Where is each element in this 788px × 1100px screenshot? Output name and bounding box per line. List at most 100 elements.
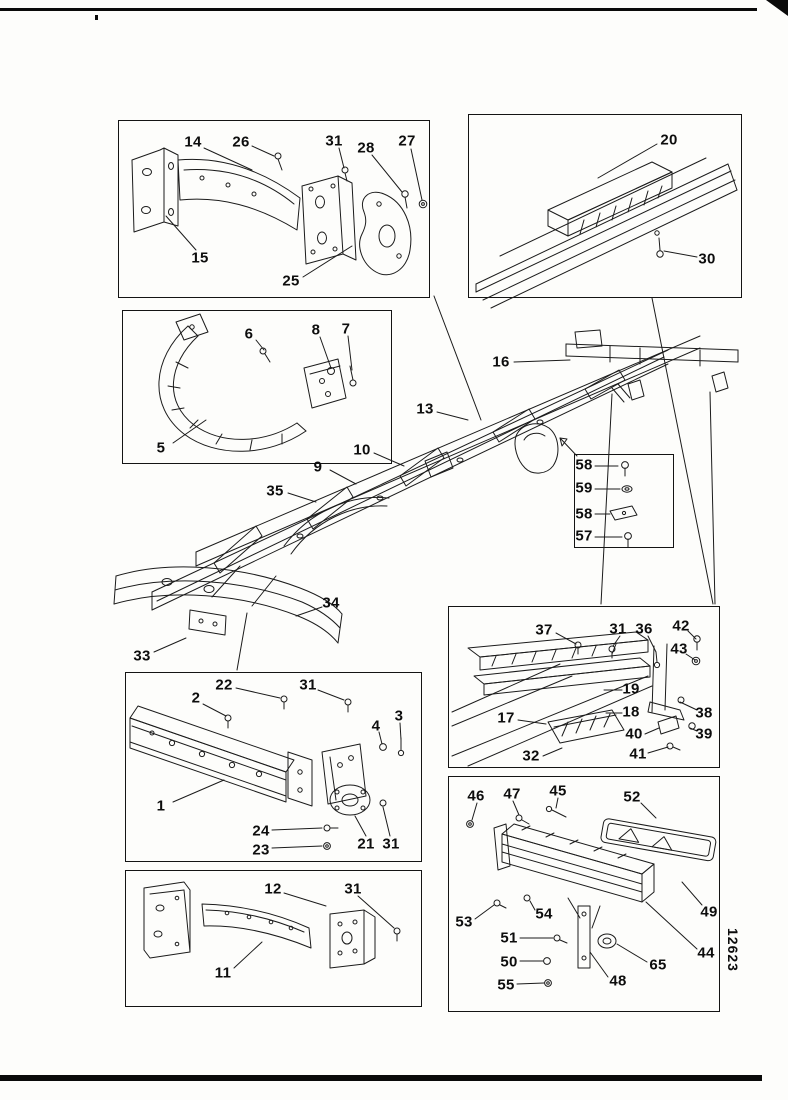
- leader-line-25: [302, 245, 353, 278]
- leader-line-15: [165, 215, 197, 251]
- callout-5: 5: [156, 439, 166, 457]
- leader-line-21: [354, 815, 367, 837]
- leader-line-28: [371, 154, 403, 193]
- callout-52: 52: [623, 788, 641, 806]
- callout-59: 59: [575, 479, 593, 497]
- leader-line-17: [517, 719, 547, 725]
- leader-line-22: [235, 687, 281, 699]
- leader-line-14: [203, 147, 253, 171]
- callout-41: 41: [629, 745, 647, 763]
- leader-line-8: [319, 336, 332, 369]
- leader-line-20: [597, 143, 658, 179]
- leader-line-2: [202, 703, 227, 717]
- leader-line-3: [399, 722, 402, 741]
- callout-31: 31: [325, 132, 343, 150]
- callout-15: 15: [191, 249, 209, 267]
- catalog-code: 12623: [725, 928, 741, 972]
- callout-39: 39: [695, 725, 713, 743]
- callout-17: 17: [497, 709, 515, 727]
- leader-line-26: [251, 145, 275, 157]
- leader-line-6: [255, 339, 265, 351]
- leader-line-9: [329, 469, 357, 485]
- leader-line-38: [679, 701, 698, 711]
- leader-line-52: [640, 802, 657, 819]
- callout-33: 33: [133, 647, 151, 665]
- callout-11: 11: [214, 964, 232, 982]
- panel-bracket-pair: [125, 870, 422, 1007]
- leader-line-1: [172, 779, 225, 803]
- leader-line-34: [295, 606, 323, 617]
- callout-19: 19: [622, 680, 640, 698]
- leader-line-65: [616, 943, 648, 963]
- callout-9: 9: [313, 458, 323, 476]
- callout-65: 65: [649, 956, 667, 974]
- panel-crossmember-assembly: [448, 606, 720, 768]
- leader-line-53: [474, 904, 495, 920]
- callout-24: 24: [252, 822, 270, 840]
- callout-32: 32: [522, 747, 540, 765]
- panel-step-assembly: [448, 776, 720, 1012]
- callout-26: 26: [232, 133, 250, 151]
- callout-49: 49: [700, 903, 718, 921]
- panel-hardware-set: [574, 454, 674, 548]
- leader-line-40: [644, 727, 660, 735]
- page-top-rule: [0, 8, 757, 11]
- corner-mark: [766, 0, 788, 16]
- callout-21: 21: [357, 835, 375, 853]
- leader-line-36: [647, 635, 657, 653]
- panel-cab-brackets: [118, 120, 430, 298]
- callout-35: 35: [266, 482, 284, 500]
- leader-line-42: [687, 630, 697, 640]
- callout-48: 48: [609, 972, 627, 990]
- callout-38: 38: [695, 704, 713, 722]
- leader-line-5: [172, 419, 207, 444]
- leader-line-49: [681, 881, 703, 906]
- connector-lines: [236, 295, 716, 671]
- leader-line-33: [153, 637, 187, 653]
- leader-line-44: [645, 901, 698, 950]
- callout-31: 31: [609, 620, 627, 638]
- callout-57: 57: [575, 527, 593, 545]
- step-assembly-drawing: [466, 805, 717, 987]
- panel-frame-rail: [468, 114, 742, 298]
- frame-rail-drawing: [475, 157, 738, 309]
- chassis-frame-drawing: [113, 329, 739, 644]
- callout-50: 50: [500, 953, 518, 971]
- leader-line-37: [555, 632, 577, 645]
- callout-31: 31: [344, 880, 362, 898]
- callout-36: 36: [635, 620, 653, 638]
- leader-line-47: [512, 800, 520, 816]
- leader-line-27: [410, 148, 423, 201]
- callout-6: 6: [244, 325, 254, 343]
- callout-47: 47: [503, 785, 521, 803]
- callout-46: 46: [467, 787, 485, 805]
- callout-45: 45: [549, 782, 567, 800]
- bracket-pair-drawing: [143, 881, 401, 969]
- callout-58: 58: [575, 456, 593, 474]
- leader-line-46: [471, 802, 478, 821]
- leader-line-11: [233, 941, 263, 969]
- callout-53: 53: [455, 913, 473, 931]
- callout-42: 42: [672, 617, 690, 635]
- callout-1: 1: [156, 797, 166, 815]
- callout-37: 37: [535, 621, 553, 639]
- callout-25: 25: [282, 272, 300, 290]
- leader-line-31: [357, 895, 395, 929]
- leader-line-54: [529, 900, 536, 911]
- callout-8: 8: [311, 321, 321, 339]
- callout-12: 12: [264, 880, 282, 898]
- callout-22: 22: [215, 676, 233, 694]
- page-bottom-rule: [0, 1075, 762, 1081]
- leader-line-7: [347, 335, 353, 371]
- panel-front-rail: [125, 672, 422, 862]
- callout-20: 20: [660, 131, 678, 149]
- leader-line-16: [513, 359, 571, 363]
- leader-line-10: [373, 452, 405, 467]
- callout-14: 14: [184, 133, 202, 151]
- leader-line-31: [317, 689, 345, 701]
- callout-55: 55: [497, 976, 515, 994]
- panel-arch-member: [122, 310, 392, 464]
- leader-line-13: [436, 411, 469, 421]
